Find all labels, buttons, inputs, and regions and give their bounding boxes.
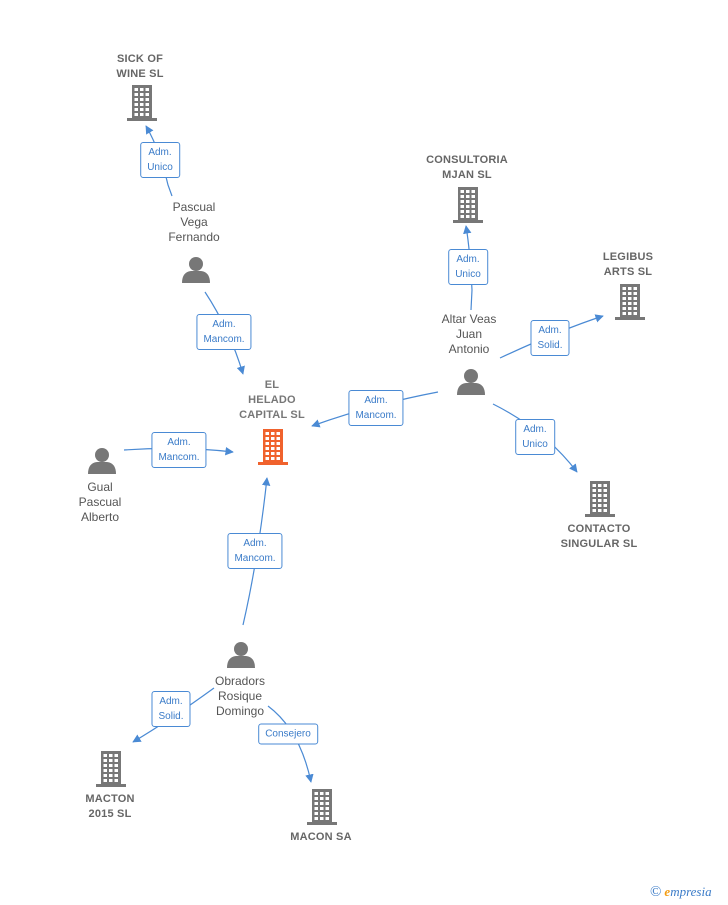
- altar-label[interactable]: Altar Veas Juan Antonio: [441, 312, 497, 356]
- edge-label-gual-helado[interactable]: Adm. Mancom.: [151, 432, 207, 468]
- helado-label[interactable]: EL HELADO CAPITAL SL: [239, 379, 305, 421]
- helado-building-icon[interactable]: [258, 429, 288, 465]
- edge-label-altar-helado[interactable]: Adm. Mancom.: [348, 390, 404, 426]
- sick-building-icon[interactable]: [127, 85, 157, 121]
- empresia-logo[interactable]: ©empresia: [650, 884, 712, 901]
- obradors-person-icon[interactable]: [227, 642, 255, 668]
- macon-building-icon[interactable]: [307, 789, 337, 825]
- edge-label-altar-legibus[interactable]: Adm. Solid.: [530, 320, 570, 356]
- edge-label-pascual-helado[interactable]: Adm. Mancom.: [196, 314, 252, 350]
- brand-e: e: [664, 884, 671, 899]
- gual-label[interactable]: Gual Pascual Alberto: [78, 480, 122, 524]
- legibus-label[interactable]: LEGIBUS ARTS SL: [602, 251, 654, 278]
- edge-label-altar-consultoria[interactable]: Adm. Unico: [448, 249, 488, 285]
- macton-building-icon[interactable]: [96, 751, 126, 787]
- contacto-label[interactable]: CONTACTO SINGULAR SL: [560, 523, 638, 550]
- edge-label-obradors-macton[interactable]: Adm. Solid.: [151, 691, 191, 727]
- edge-label-pascual-sick[interactable]: Adm. Unico: [140, 142, 180, 178]
- sick-label[interactable]: SICK OF WINE SL: [116, 53, 164, 80]
- contacto-building-icon[interactable]: [585, 481, 615, 517]
- gual-person-icon[interactable]: [88, 448, 116, 474]
- obradors-label[interactable]: Obradors Rosique Domingo: [214, 674, 266, 718]
- brand-rest: mpresia: [670, 884, 712, 899]
- copyright-icon: ©: [650, 884, 662, 900]
- edge-label-altar-contacto[interactable]: Adm. Unico: [515, 419, 555, 455]
- edge-label-obradors-helado[interactable]: Adm. Mancom.: [227, 533, 283, 569]
- macon-label[interactable]: MACON SA: [290, 831, 352, 843]
- pascual-label[interactable]: Pascual Vega Fernando: [168, 200, 220, 244]
- altar-person-icon[interactable]: [457, 369, 485, 395]
- macton-label[interactable]: MACTON 2015 SL: [85, 793, 135, 820]
- consultoria-label[interactable]: CONSULTORIA MJAN SL: [426, 154, 508, 181]
- pascual-person-icon[interactable]: [182, 257, 210, 283]
- consultoria-building-icon[interactable]: [453, 187, 483, 223]
- edge-label-obradors-macon[interactable]: Consejero: [258, 723, 318, 745]
- nodes-layer: [88, 85, 645, 825]
- legibus-building-icon[interactable]: [615, 284, 645, 320]
